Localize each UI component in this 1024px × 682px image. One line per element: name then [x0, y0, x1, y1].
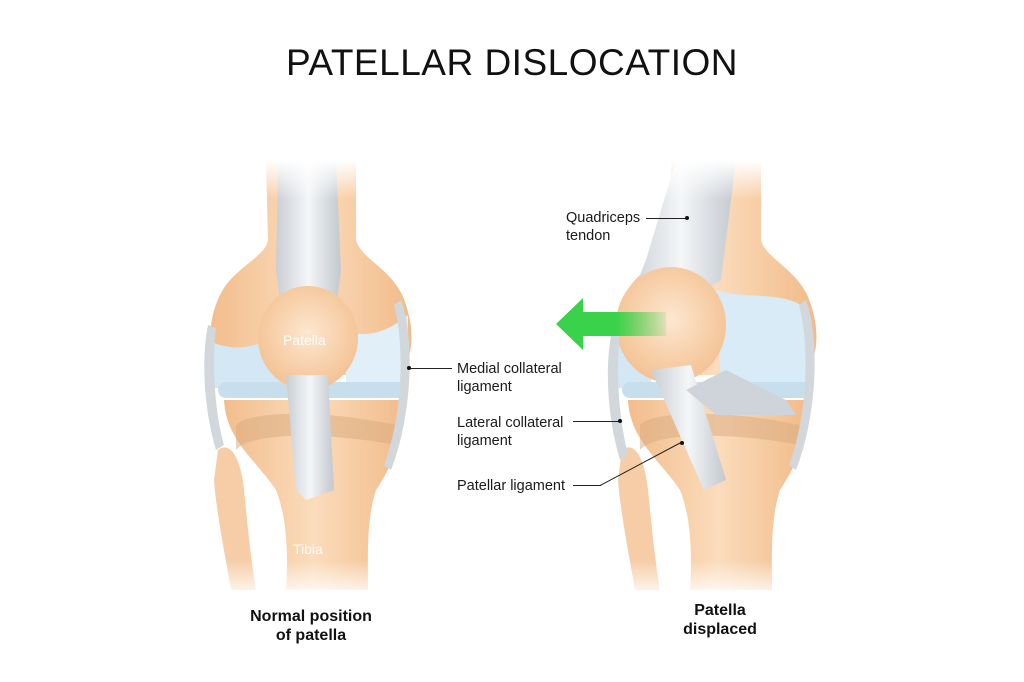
- displaced-knee-illustration: [596, 160, 836, 600]
- normal-knee-illustration: [196, 160, 436, 600]
- medial-collateral-ligament-label: Medial collateral ligament: [457, 361, 562, 395]
- quadriceps-leader-line: [646, 218, 686, 219]
- tibia-label: Tibia: [293, 541, 323, 557]
- patellar-pointer: [680, 441, 684, 445]
- patella-label: Patella: [283, 332, 326, 348]
- patellar-leader-line-a: [573, 485, 601, 486]
- lateral-pointer: [618, 419, 622, 423]
- patellar-ligament-label: Patellar ligament: [457, 478, 565, 494]
- quadriceps-pointer: [685, 216, 689, 220]
- quadriceps-tendon-label: Quadriceps tendon: [566, 210, 641, 244]
- normal-knee-caption: Normal position of patella: [250, 608, 372, 644]
- medial-leader-line: [410, 368, 452, 369]
- diagram-title: PATELLAR DISLOCATION: [285, 42, 739, 83]
- arrow-left-icon: [556, 298, 666, 350]
- medial-pointer: [407, 366, 411, 370]
- lateral-collateral-ligament-label: Lateral collateral ligament: [457, 415, 564, 449]
- lateral-leader-line: [573, 421, 619, 422]
- displaced-knee-caption: Patella displaced: [683, 602, 757, 638]
